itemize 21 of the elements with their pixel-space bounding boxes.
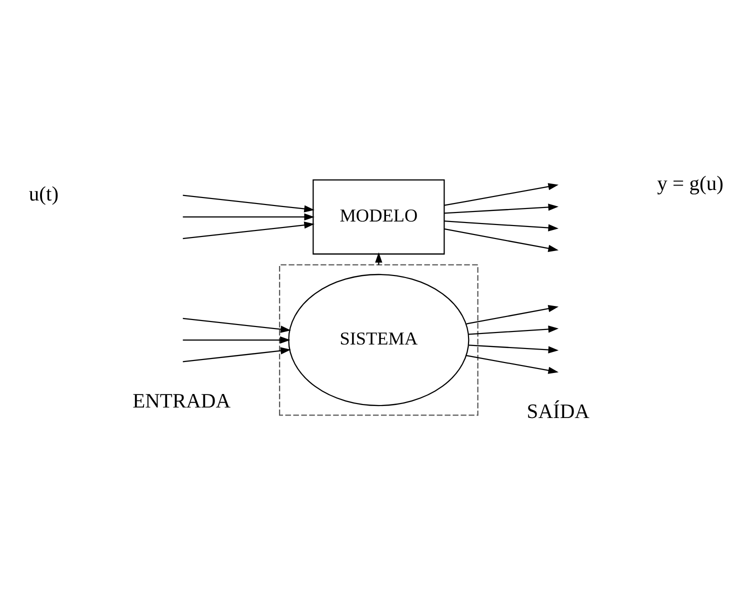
arrow — [444, 183, 559, 206]
arrow — [375, 252, 382, 265]
arrow — [468, 344, 559, 354]
arrow — [182, 213, 314, 221]
label: u(t) — [28, 183, 59, 206]
label: y = g(u) — [657, 173, 724, 196]
node-box: MODELO — [312, 179, 445, 255]
arrow — [182, 347, 291, 362]
arrow — [182, 336, 290, 344]
arrow — [444, 204, 559, 214]
label: ENTRADA — [132, 390, 231, 413]
arrow — [182, 318, 291, 333]
arrow — [468, 326, 559, 335]
arrow — [182, 222, 314, 240]
arrow — [466, 305, 559, 324]
arrow — [466, 355, 559, 374]
label: SAÍDA — [526, 400, 590, 423]
arrow — [444, 220, 559, 232]
arrow — [444, 228, 559, 252]
node-ellipse: SISTEMA — [288, 274, 470, 406]
arrow — [182, 194, 314, 212]
